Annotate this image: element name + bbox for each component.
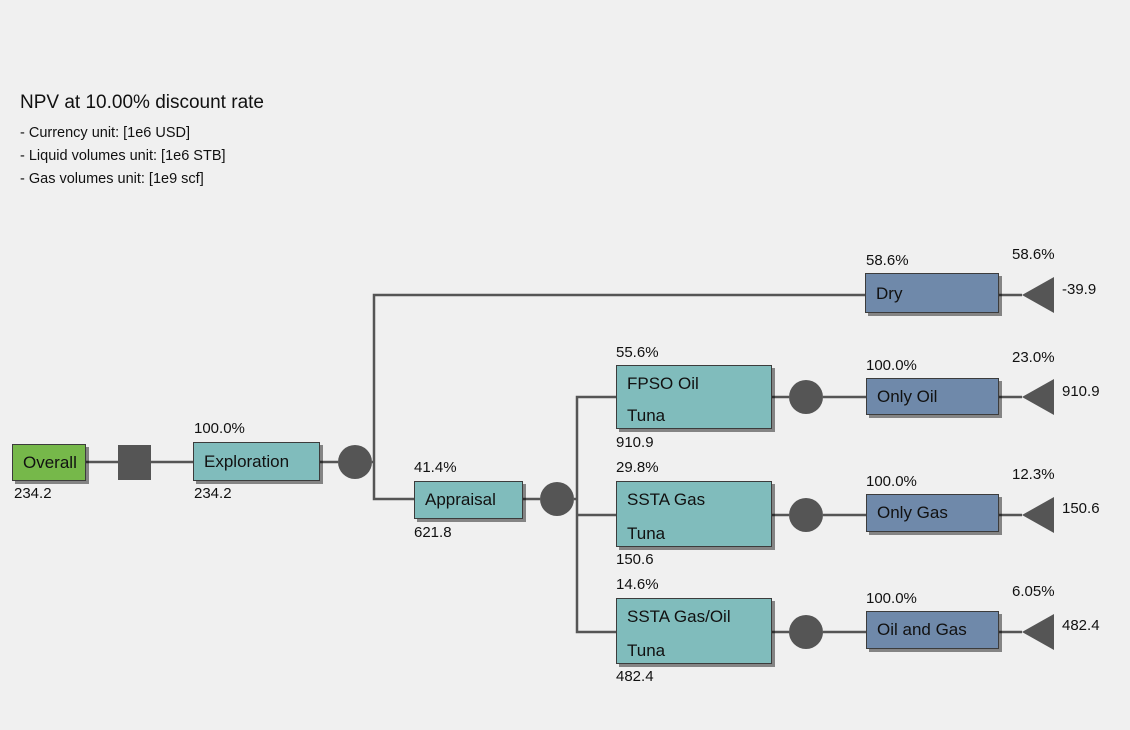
node-dry-label: Dry xyxy=(876,284,903,303)
overall-value: 234.2 xyxy=(14,485,52,502)
node-fpso-oil[interactable]: FPSO Oil Tuna xyxy=(616,365,772,429)
chance-node-fpso-oil[interactable] xyxy=(789,380,823,414)
node-overall[interactable]: Overall xyxy=(12,444,86,481)
node-ssta-gas-sublabel: Tuna xyxy=(627,524,666,543)
only-oil-probability: 100.0% xyxy=(866,357,917,374)
ssta-gas-oil-probability: 14.6% xyxy=(616,576,659,593)
node-ssta-gas-label: SSTA Gas xyxy=(627,490,706,509)
ssta-gas-probability: 29.8% xyxy=(616,459,659,476)
node-oil-and-gas[interactable]: Oil and Gas xyxy=(866,611,999,649)
npv-header: NPV at 10.00% discount rate - Currency u… xyxy=(20,92,264,191)
terminal-node-oil-and-gas[interactable] xyxy=(1022,614,1054,650)
exploration-value: 234.2 xyxy=(194,485,232,502)
dry-end-probability: 58.6% xyxy=(1012,246,1055,263)
appraisal-probability: 41.4% xyxy=(414,459,457,476)
node-appraisal[interactable]: Appraisal xyxy=(414,481,523,519)
fpso-oil-probability: 55.6% xyxy=(616,344,659,361)
dry-probability: 58.6% xyxy=(866,252,909,269)
oil-and-gas-end-probability: 6.05% xyxy=(1012,583,1055,600)
appraisal-value: 621.8 xyxy=(414,524,452,541)
node-exploration[interactable]: Exploration xyxy=(193,442,320,481)
node-exploration-label: Exploration xyxy=(204,452,290,471)
only-gas-probability: 100.0% xyxy=(866,473,917,490)
connector-chance1-branches xyxy=(372,293,865,501)
decision-node-square[interactable] xyxy=(118,445,151,480)
gas-unit-line: - Gas volumes unit: [1e9 scf] xyxy=(20,171,204,187)
npv-title: NPV at 10.00% discount rate xyxy=(20,92,264,113)
only-oil-end-value: 910.9 xyxy=(1062,383,1100,400)
node-fpso-oil-label: FPSO Oil xyxy=(627,374,699,393)
node-fpso-oil-sublabel: Tuna xyxy=(627,406,666,425)
liquid-unit-line: - Liquid volumes unit: [1e6 STB] xyxy=(20,148,226,164)
fpso-oil-value: 910.9 xyxy=(616,434,654,451)
terminal-node-only-oil[interactable] xyxy=(1022,379,1054,415)
node-ssta-gas[interactable]: SSTA Gas Tuna xyxy=(616,481,772,547)
chance-node-exploration[interactable] xyxy=(338,445,372,479)
dry-end-value: -39.9 xyxy=(1062,281,1097,298)
node-oil-and-gas-label: Oil and Gas xyxy=(877,620,967,639)
node-only-oil[interactable]: Only Oil xyxy=(866,378,999,415)
node-dry[interactable]: Dry xyxy=(865,273,999,313)
exploration-probability: 100.0% xyxy=(194,420,245,437)
node-ssta-gas-oil-sublabel: Tuna xyxy=(627,641,666,660)
node-ssta-gas-oil[interactable]: SSTA Gas/Oil Tuna xyxy=(616,598,772,664)
currency-unit-line: - Currency unit: [1e6 USD] xyxy=(20,125,191,141)
chance-node-ssta-gas-oil[interactable] xyxy=(789,615,823,649)
chance-node-ssta-gas[interactable] xyxy=(789,498,823,532)
chance-node-appraisal[interactable] xyxy=(540,482,574,516)
terminal-node-dry[interactable] xyxy=(1022,277,1054,313)
node-overall-label: Overall xyxy=(23,453,77,472)
node-only-gas-label: Only Gas xyxy=(877,503,948,522)
ssta-gas-oil-value: 482.4 xyxy=(616,668,654,685)
ssta-gas-value: 150.6 xyxy=(616,551,654,568)
oil-and-gas-probability: 100.0% xyxy=(866,590,917,607)
only-oil-end-probability: 23.0% xyxy=(1012,349,1055,366)
only-gas-end-value: 150.6 xyxy=(1062,500,1100,517)
connector-chance2-branches xyxy=(574,395,616,634)
oil-and-gas-end-value: 482.4 xyxy=(1062,617,1100,634)
node-ssta-gas-oil-label: SSTA Gas/Oil xyxy=(627,607,731,626)
node-only-oil-label: Only Oil xyxy=(877,387,938,406)
node-only-gas[interactable]: Only Gas xyxy=(866,494,999,532)
only-gas-end-probability: 12.3% xyxy=(1012,466,1055,483)
terminal-node-only-gas[interactable] xyxy=(1022,497,1054,533)
node-appraisal-label: Appraisal xyxy=(425,490,496,509)
